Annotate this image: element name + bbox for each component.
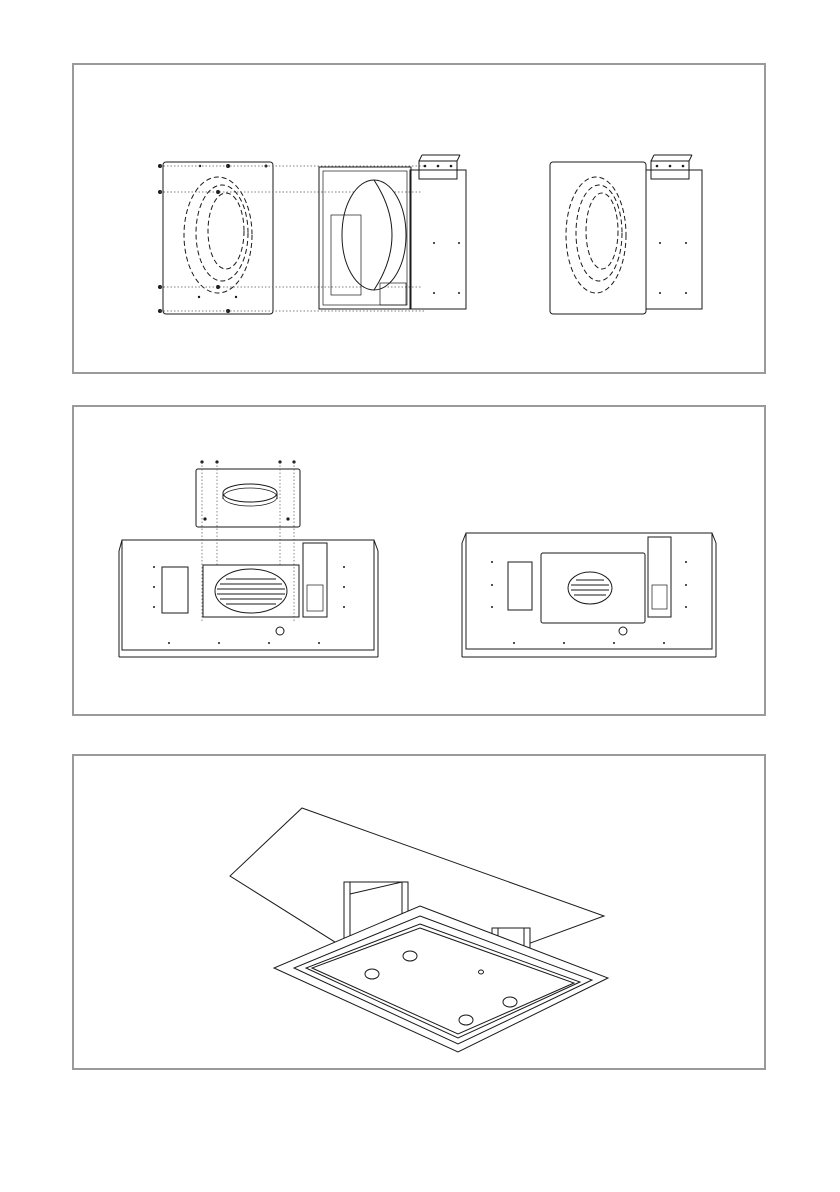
figure-panel-2 <box>72 405 766 716</box>
motor-housing <box>319 155 466 309</box>
figure-panel-3 <box>72 754 766 1070</box>
exploded-bottom-plate-diagram <box>74 65 764 372</box>
ceiling-mount-diagram <box>74 756 764 1068</box>
figure-panel-1 <box>72 63 766 374</box>
hood-body-with-fan <box>119 540 378 657</box>
hood-frame-in-ceiling <box>274 906 608 1052</box>
hood-body-assembled <box>462 533 716 657</box>
bottom-plate-assembled <box>550 155 702 314</box>
duct-collar-assembly-diagram <box>74 407 764 714</box>
